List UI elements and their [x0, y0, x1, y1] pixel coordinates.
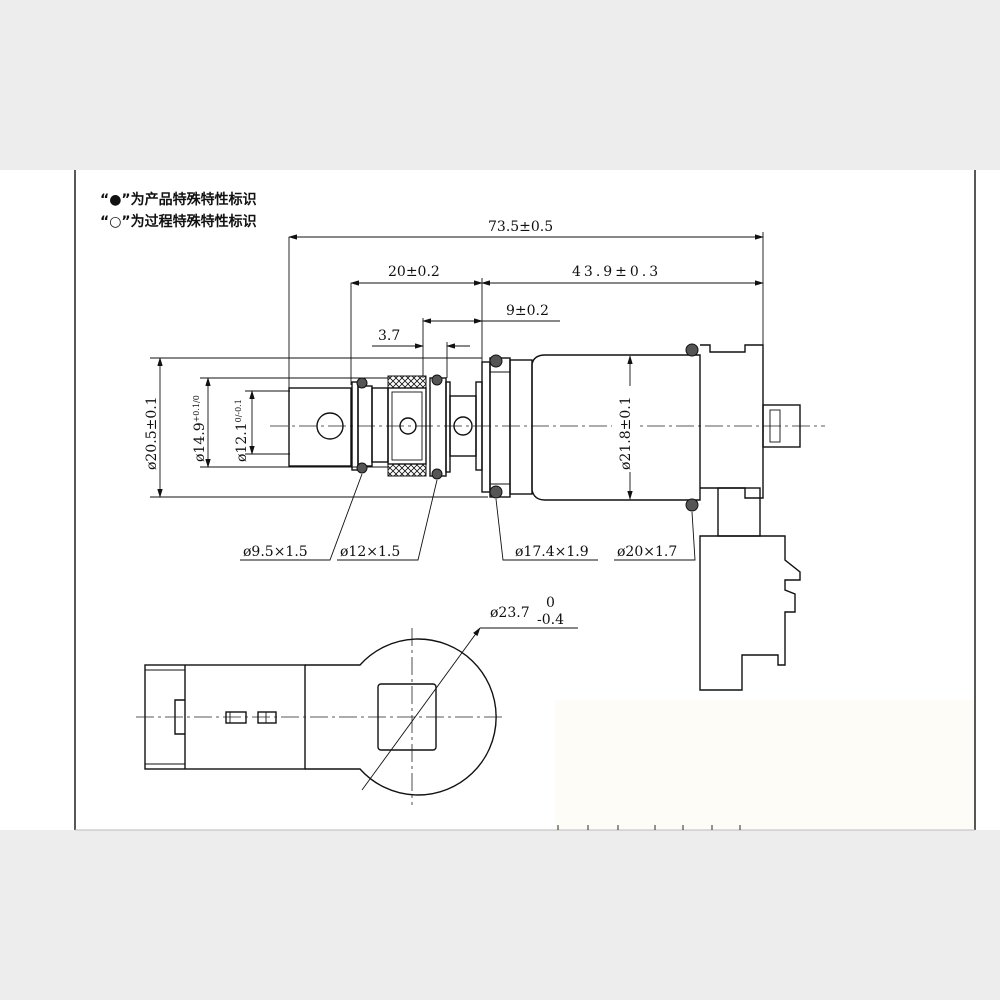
dim-groove-width: 3.7 [372, 328, 470, 378]
o-ring-icon [685, 498, 699, 512]
svg-text:20±0.2: 20±0.2 [388, 264, 440, 280]
legend-product-mark: “●”为产品特殊特性标识 [100, 191, 257, 208]
o-ring-icon [489, 485, 503, 499]
svg-text:ø17.4×1.9: ø17.4×1.9 [515, 544, 589, 560]
svg-text:ø20×1.7: ø20×1.7 [617, 544, 677, 560]
svg-text:9±0.2: 9±0.2 [506, 303, 549, 319]
svg-text:43.9±0.3: 43.9±0.3 [572, 264, 661, 280]
main-cylinder [531, 354, 701, 501]
dim-dia-head: ø23.7 0 -0.4 [361, 595, 578, 791]
dim-front-length: 20±0.2 [350, 264, 483, 385]
frame-ticks [557, 825, 741, 830]
oring-label-1: ø9.5×1.5 [240, 473, 363, 561]
dim-rear-length: 43.9±0.3 [481, 264, 764, 286]
o-ring-icon [431, 374, 443, 386]
svg-text:ø12.10/-0.1: ø12.10/-0.1 [234, 399, 250, 462]
svg-text:-0.4: -0.4 [537, 612, 564, 628]
legend-process-mark: “○”为过程特殊特性标识 [100, 213, 257, 230]
svg-text:ø23.7: ø23.7 [490, 605, 530, 621]
svg-text:ø9.5×1.5: ø9.5×1.5 [243, 544, 308, 560]
valve-side-view [288, 344, 801, 691]
connector [699, 535, 801, 691]
o-ring-icon [489, 354, 503, 368]
valve-end-view [136, 628, 506, 805]
o-rings [356, 343, 699, 512]
o-ring-icon [356, 462, 368, 474]
svg-text:0: 0 [546, 595, 555, 611]
dim-dia-outer: ø20.5±0.1 [144, 357, 488, 498]
dim-dia-inner: ø12.10/-0.1 [234, 390, 290, 462]
svg-text:ø21.8±0.1: ø21.8±0.1 [618, 396, 634, 470]
svg-text:ø20.5±0.1: ø20.5±0.1 [144, 396, 160, 470]
svg-text:ø14.9+0.1/0: ø14.9+0.1/0 [192, 395, 208, 462]
port-hole [316, 412, 344, 440]
o-ring-icon [685, 343, 699, 357]
o-ring-icon [431, 468, 443, 480]
o-ring-icon [356, 377, 368, 389]
dim-flange-offset: 9±0.2 [422, 303, 560, 378]
title-block-area [555, 700, 975, 830]
oring-label-2: ø12×1.5 [337, 479, 438, 561]
dim-dia-body: ø21.8±0.1 [612, 355, 638, 500]
svg-text:3.7: 3.7 [378, 328, 400, 344]
oring-label-3: ø17.4×1.9 [495, 498, 598, 561]
svg-text:ø12×1.5: ø12×1.5 [340, 544, 400, 560]
oring-label-4: ø20×1.7 [614, 511, 696, 561]
svg-text:73.5±0.5: 73.5±0.5 [488, 219, 553, 235]
